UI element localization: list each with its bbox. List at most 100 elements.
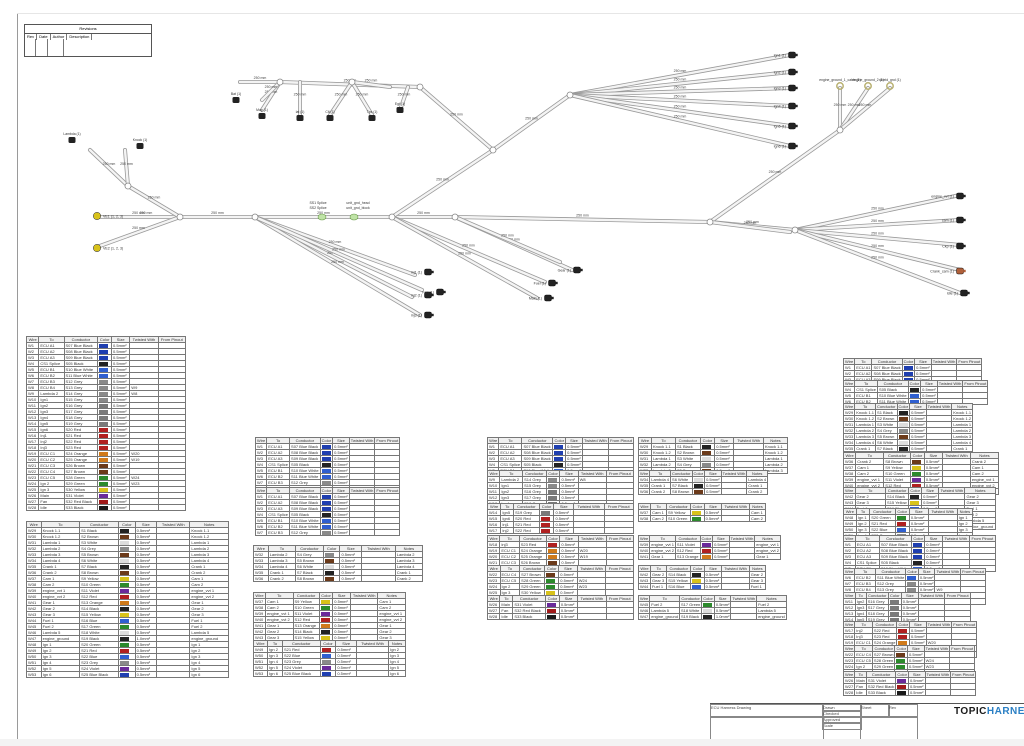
column-header: Twisted With (927, 508, 958, 515)
color-swatch (99, 361, 109, 366)
table-cell: W41 (637, 553, 651, 560)
column-header: Wire (486, 470, 501, 477)
color-swatch (320, 599, 330, 604)
table-cell: S13 Orange (292, 622, 320, 629)
connector-label: VE2 (1, 2, 3) (103, 246, 123, 250)
table-cell: Inj2 (500, 527, 515, 534)
connector-tab-icon (795, 70, 798, 74)
harness-branch-fill (126, 184, 182, 219)
color-swatch (703, 602, 713, 607)
harness-node (176, 213, 184, 221)
column-header: Conductor (674, 437, 701, 444)
connector-label: Egt (1) (395, 102, 405, 106)
column-header: From Pinout (603, 503, 635, 510)
table-cell: 0.5mm² (909, 427, 927, 434)
company-logo: TOPICHARNE (954, 706, 1024, 717)
column-header: Conductor (871, 621, 898, 628)
color-swatch (120, 564, 130, 569)
color-swatch (896, 527, 906, 532)
harness-branch-fill (88, 148, 130, 188)
column-header: Twisted With (728, 535, 756, 542)
column-header: Conductor (519, 565, 546, 572)
color-swatch (692, 578, 702, 583)
column-header: Color (690, 503, 705, 510)
table-cell: 0.5mm² (704, 476, 722, 483)
column-header: Conductor (885, 487, 910, 494)
table-cell: Ign 6 (388, 670, 406, 677)
table-cell: 0.5mm² (332, 523, 350, 530)
color-swatch (898, 434, 908, 439)
column-header: Wire (254, 487, 268, 494)
color-swatch (701, 548, 711, 553)
table-cell: Cam 2 (650, 515, 667, 522)
table-cell: W26 (842, 677, 856, 684)
connector-tab-icon (967, 291, 970, 295)
table-cell (924, 689, 952, 696)
column-header: Twisted With (581, 437, 609, 444)
column-header: From Pinout (944, 592, 971, 599)
segment-length-label: 250 mm (462, 244, 475, 248)
color-swatch (321, 512, 331, 517)
harness-branch-fill (568, 93, 792, 148)
color-swatch (120, 660, 130, 665)
table-cell (730, 613, 758, 620)
color-swatch (325, 576, 335, 581)
table-cell: S11 Blue White (289, 523, 321, 530)
table-cell: Gear 1 (754, 553, 781, 560)
table-cell: 0.5mm² (558, 613, 579, 620)
column-header: Color (905, 568, 919, 575)
color-swatch (909, 399, 919, 404)
connector-label: Ign1 (1) (774, 53, 786, 57)
table-cell: 0.5mm² (332, 455, 350, 462)
wire-color-swatch (97, 504, 113, 511)
revisions-title: Revisions (25, 25, 151, 34)
table-cell: S32 Red Black (512, 607, 546, 614)
splice-label: SS1 Splice (309, 201, 326, 205)
color-swatch (321, 506, 331, 511)
color-swatch (120, 582, 130, 587)
table-cell: engine_vvt 1 (649, 541, 676, 548)
color-swatch (99, 391, 109, 396)
color-swatch (99, 367, 109, 372)
table-cell (721, 515, 751, 522)
harness-branch-fill (793, 193, 962, 232)
connector-label: engine_ground_1_cable (1) (819, 78, 860, 82)
column-header: Wire (843, 592, 856, 599)
connector-label: Ign5 (1) (774, 124, 786, 128)
table-cell: engine_vvt 1 (969, 476, 1000, 483)
column-header: From Pinout (605, 595, 635, 602)
wire-color-swatch (690, 583, 705, 590)
segment-length-label: 250 mm (871, 232, 884, 236)
color-swatch (547, 542, 557, 547)
harness-branch-fill (838, 86, 870, 132)
color-swatch (99, 487, 109, 492)
color-swatch (321, 647, 331, 652)
color-swatch (321, 480, 331, 485)
connector-icon (956, 267, 964, 275)
table-cell: S29 Green (871, 663, 896, 670)
column-header: Color (690, 565, 705, 572)
color-swatch (99, 349, 109, 354)
